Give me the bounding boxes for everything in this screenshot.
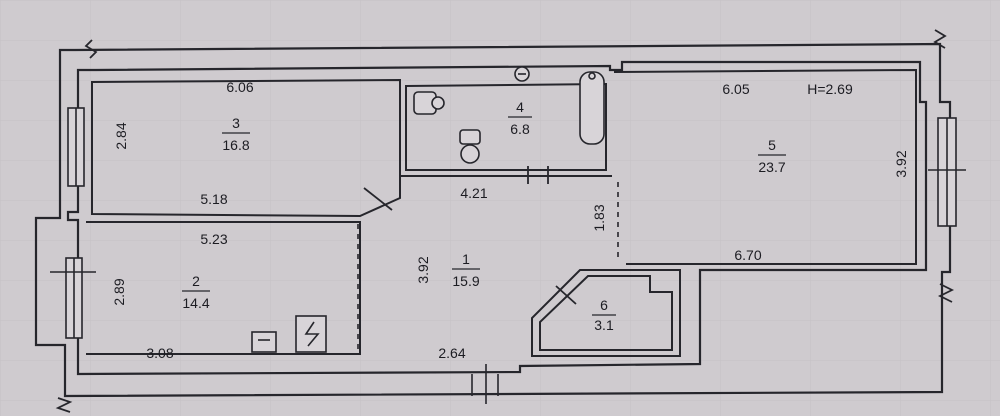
dim-r5-top: 6.05 [722, 81, 749, 97]
stove-icon [251, 331, 277, 353]
wall-break-marks [55, 29, 955, 413]
room-area: 6.8 [510, 121, 530, 137]
dim-r1-left: 3.92 [415, 256, 431, 283]
electric-panel-icon [295, 315, 327, 353]
room-1-label: 1 15.9 [452, 251, 480, 289]
toilet-icon [459, 129, 481, 164]
dashed-openings [357, 182, 619, 352]
room-3-label: 3 16.8 [222, 115, 250, 153]
sink-icon [413, 91, 445, 115]
dim-r1-right: 1.83 [591, 204, 607, 231]
dim-r1-bottom: 2.64 [438, 345, 465, 361]
dim-r5-right: 3.92 [893, 150, 909, 177]
ceiling-height-label: H=2.69 [807, 81, 853, 97]
bathtub-icon [579, 71, 605, 145]
bathroom-fixtures [413, 66, 605, 164]
room-area: 15.9 [452, 273, 479, 289]
room-number: 1 [462, 251, 470, 267]
door-marks [363, 166, 577, 305]
room-labels: 3 16.8 2 14.4 1 15.9 4 6.8 5 23.7 6 3.1 [182, 99, 786, 333]
room-number: 6 [600, 297, 608, 313]
dim-r2-left: 2.89 [111, 278, 127, 305]
room-number: 5 [768, 137, 776, 153]
room-area: 14.4 [182, 295, 209, 311]
room-4-label: 4 6.8 [508, 99, 532, 137]
dimension-labels: 6.06 2.84 5.18 5.23 2.89 3.08 3.92 4.21 … [111, 79, 909, 361]
dim-r3-bottom: 5.18 [200, 191, 227, 207]
dim-r2-top: 5.23 [200, 231, 227, 247]
room-5-label: 5 23.7 [758, 137, 786, 175]
dim-r3-left: 2.84 [113, 122, 129, 149]
dim-r1-top: 4.21 [460, 185, 487, 201]
kitchen-equipment [251, 315, 327, 353]
room-area: 3.1 [594, 317, 614, 333]
room-6-label: 6 3.1 [592, 297, 616, 333]
room-number: 2 [192, 273, 200, 289]
room-area: 23.7 [758, 159, 785, 175]
dim-r3-top: 6.06 [226, 79, 253, 95]
room-number: 3 [232, 115, 240, 131]
room-area: 16.8 [222, 137, 249, 153]
outer-wall [34, 42, 952, 398]
windows [50, 107, 966, 404]
room-2-label: 2 14.4 [182, 273, 210, 311]
room-number: 4 [516, 99, 524, 115]
dim-r5-bottom: 6.70 [734, 247, 761, 263]
dim-r2-bottom: 3.08 [146, 345, 173, 361]
interior-walls [86, 68, 917, 357]
drain-icon [514, 66, 530, 82]
